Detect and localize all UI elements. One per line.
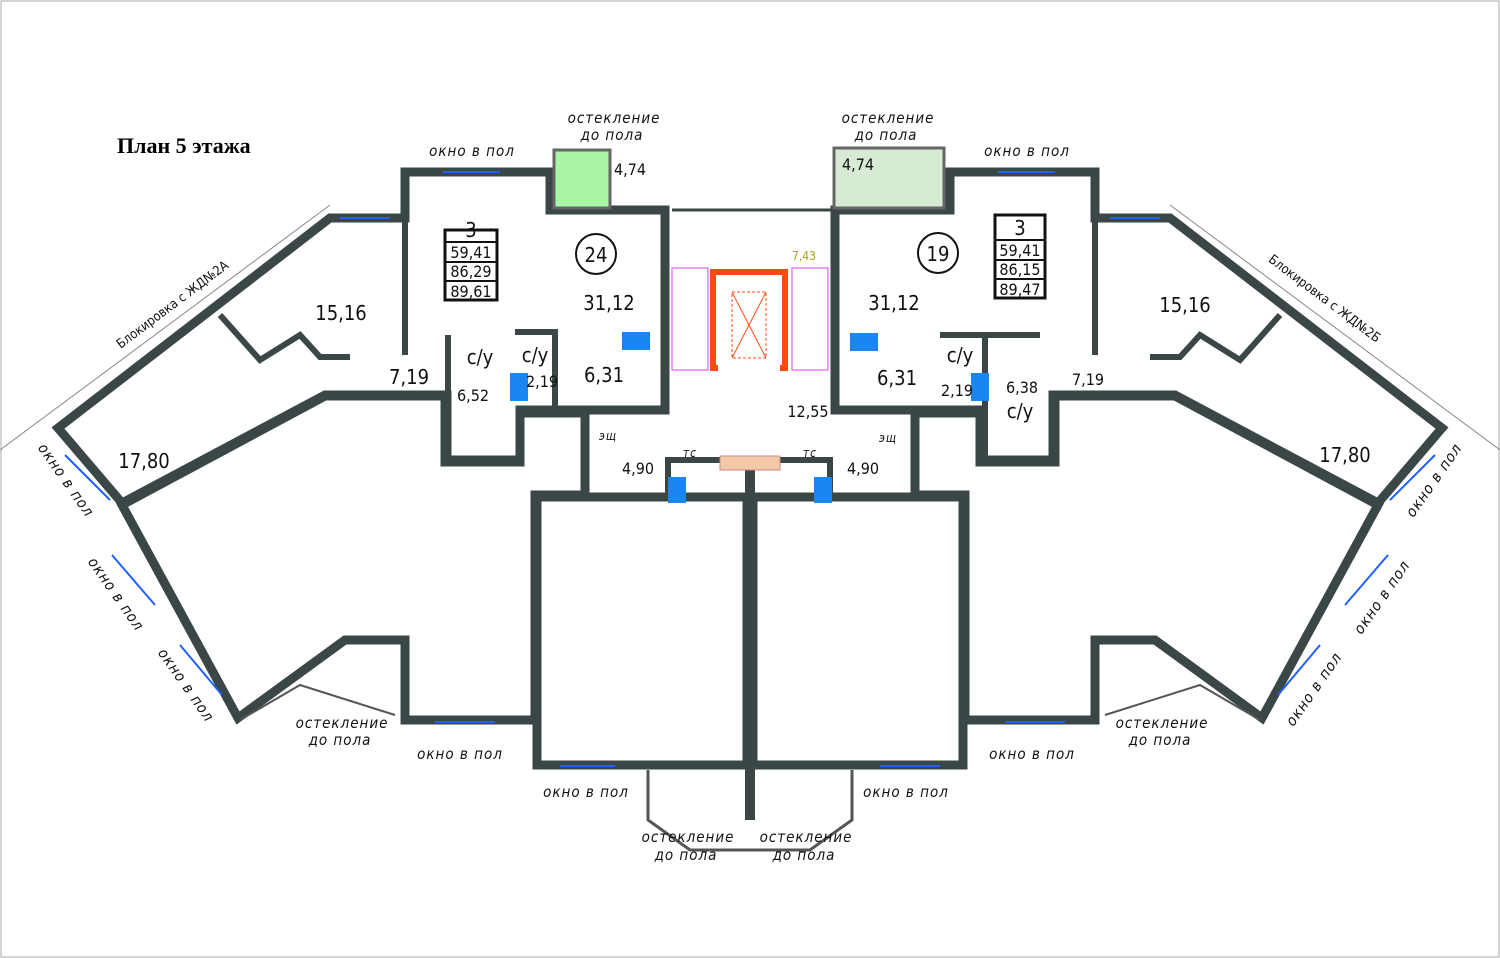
plumbing-icon <box>510 373 528 401</box>
elevator-shaft <box>710 269 788 371</box>
lower-units <box>115 391 1385 852</box>
loggia-left <box>239 683 396 721</box>
apartment-24-living-area: 59,41 <box>450 243 491 262</box>
window-label: окно в пол <box>1350 557 1414 638</box>
room-area: 6,52 <box>457 386 489 405</box>
apartment-19-area-with-balcony: 89,47 <box>999 280 1040 299</box>
corridor-area: 12,55 <box>787 402 828 421</box>
glazing-label: остекление <box>760 828 853 846</box>
balcony-area: 4,74 <box>842 155 874 174</box>
windows <box>64 171 1436 767</box>
window-label: окно в пол <box>84 554 148 635</box>
room-area: 31,12 <box>868 291 920 315</box>
glazing-label: остекление <box>1116 714 1209 732</box>
window-label: окно в пол <box>984 142 1070 160</box>
glazing-label: до пола <box>1128 731 1192 749</box>
vestibule-area: 4,90 <box>622 459 654 478</box>
window-label: окно в пол <box>1402 440 1466 521</box>
elevator-cabin-icon <box>731 291 767 359</box>
apartment-19-number-circle <box>917 232 959 274</box>
window-label: окно в пол <box>417 745 503 763</box>
glazing-label: остекление <box>296 714 389 732</box>
balcony-area: 4,74 <box>614 160 646 179</box>
electrical-panel-label: эщ <box>599 429 617 443</box>
plumbing-icon <box>668 477 686 503</box>
window-label: окно в пол <box>543 783 629 801</box>
unit-center-right <box>748 492 968 770</box>
glazing-label: до пола <box>580 126 644 144</box>
glazing-label: остекление <box>842 109 935 127</box>
glazing-label: до пола <box>854 126 918 144</box>
apartment-24-total-area: 86,29 <box>450 262 491 281</box>
apartment-19-rooms: 3 <box>1014 216 1025 240</box>
glazing-label: остекление <box>568 109 661 127</box>
window-label: окно в пол <box>429 142 515 160</box>
stair-flight-right <box>791 267 829 371</box>
room-area: 6,38 <box>1006 378 1038 397</box>
unit-center-left <box>532 492 752 770</box>
bathroom-label: с/у <box>947 343 974 367</box>
room-area: 6,31 <box>877 366 917 390</box>
bathroom-label: с/у <box>522 343 549 367</box>
room-area: 2,19 <box>941 381 973 400</box>
stair-flight-left <box>671 267 709 371</box>
plumbing-icon <box>622 332 650 350</box>
room-area: 17,80 <box>118 449 170 473</box>
apartment-24-rooms: 3 <box>465 218 476 242</box>
room-area: 15,16 <box>315 301 367 325</box>
balcony-left <box>552 148 612 210</box>
apartment-24-info-box <box>443 228 499 302</box>
room-area: 15,16 <box>1159 293 1211 317</box>
bay-glazing <box>646 770 854 852</box>
plumbing-icon <box>814 477 832 503</box>
wall-partition <box>217 313 350 364</box>
apartment-19-number: 19 <box>927 242 950 266</box>
room-area: 7,19 <box>389 365 429 389</box>
glazing-label: до пола <box>654 846 718 864</box>
apartment-24-area-with-balcony: 89,61 <box>450 282 491 301</box>
bathroom-label: с/у <box>467 345 494 369</box>
window-label: окно в пол <box>863 783 949 801</box>
electrical-panel-label: эщ <box>879 431 897 445</box>
window-label: окно в пол <box>34 440 98 521</box>
glazing-label: до пола <box>308 731 372 749</box>
plumbing-icon <box>850 333 878 351</box>
room-area: 7,19 <box>1072 370 1104 389</box>
room-area: 31,12 <box>583 291 635 315</box>
window-label: окно в пол <box>989 745 1075 763</box>
bathroom-label: с/у <box>1007 399 1034 423</box>
room-area: 2,19 <box>526 372 558 391</box>
page-title: План 5 этажа <box>117 133 251 158</box>
balcony-right <box>832 146 946 210</box>
stair-elevator-core: 7,43 12,55 4,90 4,90 эщ эщ тс тс <box>599 208 897 503</box>
apartment-24-number-circle <box>575 233 617 275</box>
apartment-19-total-area: 86,15 <box>999 260 1040 279</box>
room-area: 17,80 <box>1319 443 1371 467</box>
glazing-label: остекление <box>642 828 735 846</box>
duct-label: тс <box>803 446 817 460</box>
apartment-24-number: 24 <box>585 243 608 267</box>
apartment-19-info-box <box>993 213 1047 300</box>
room-area: 6,31 <box>584 363 624 387</box>
duct-vent <box>719 455 781 471</box>
loggia-right <box>1104 683 1261 721</box>
stair-area: 7,43 <box>792 249 816 263</box>
apartment-19-living-area: 59,41 <box>999 241 1040 260</box>
vestibule-area: 4,90 <box>847 459 879 478</box>
duct-label: тс <box>683 446 697 460</box>
glazing-label: до пола <box>772 846 836 864</box>
plumbing-icon <box>971 373 989 401</box>
